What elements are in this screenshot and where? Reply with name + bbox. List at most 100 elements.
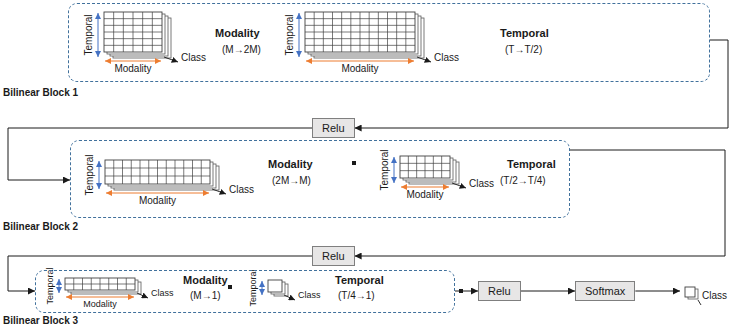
modality-axis	[306, 61, 414, 62]
grid-line	[140, 160, 141, 184]
output-tensor: Class	[680, 276, 732, 310]
grid-line	[104, 45, 162, 46]
grid-line	[433, 156, 434, 178]
operation-label: Modality	[183, 274, 228, 287]
bilinear-block: Bilinear Block 2	[70, 140, 570, 218]
grid-line	[166, 160, 167, 184]
axis-label: Class	[469, 178, 494, 190]
node-label: Relu	[322, 249, 345, 263]
axis-label: (T/2→T/4)	[500, 175, 546, 187]
tensor-cube	[99, 160, 226, 194]
class-axis	[284, 295, 295, 300]
block-title: Bilinear Block 3	[3, 315, 78, 326]
grid-line	[305, 32, 415, 33]
grid-line	[305, 45, 415, 46]
modality-axis	[105, 61, 161, 62]
tensor-front	[305, 12, 415, 52]
grid-line	[104, 38, 162, 39]
axis-label: Class	[229, 184, 254, 196]
tensor-cube	[262, 280, 295, 300]
relu-box: Relu	[312, 118, 355, 138]
bilinear-block: Bilinear Block 3	[35, 270, 455, 313]
operation-label: Temporal	[500, 27, 549, 40]
grid-line	[148, 160, 149, 184]
operation-label: Modality	[268, 158, 313, 171]
grid-line	[105, 176, 210, 177]
axis-label: Modality	[83, 299, 117, 309]
temporal-axis	[59, 279, 60, 293]
axis-label: (2M→M)	[272, 175, 311, 187]
connector	[8, 128, 312, 180]
class-axis	[452, 183, 466, 188]
operation-label: Modality	[215, 27, 260, 40]
grid-line	[305, 25, 415, 26]
grid-line	[65, 284, 135, 285]
axis-label: Temporal	[45, 267, 55, 304]
class-axis	[137, 293, 148, 298]
softmax-box: Softmax	[575, 281, 635, 301]
grid-line	[104, 25, 162, 26]
axis-label: Modality	[139, 195, 176, 207]
grid-line	[105, 168, 210, 169]
grid-line	[157, 160, 158, 184]
axis-label: Temporal	[83, 14, 95, 55]
grid-line	[192, 160, 193, 184]
class-axis	[417, 57, 431, 62]
modality-axis	[401, 187, 449, 188]
axis-label: Temporal	[84, 154, 96, 195]
axis-label: Temporal	[379, 149, 391, 190]
node-label: Softmax	[585, 284, 625, 298]
axis-label: Modality	[406, 189, 443, 201]
grid-line	[441, 156, 442, 178]
grid-line	[175, 160, 176, 184]
connector	[635, 291, 680, 292]
modality-axis	[106, 193, 209, 194]
grid-line	[305, 38, 415, 39]
grid-line	[408, 156, 409, 178]
grid-line	[416, 156, 417, 178]
tensor-front	[65, 278, 135, 290]
connector	[355, 40, 728, 128]
node-label: Relu	[322, 121, 345, 135]
separator-dot	[352, 161, 356, 165]
axis-label: (M→1)	[190, 290, 221, 302]
tensor-front	[104, 12, 162, 52]
node-label: Class	[702, 290, 727, 301]
grid-line	[183, 160, 184, 184]
grid-line	[305, 18, 415, 19]
temporal-axis	[99, 161, 100, 189]
axis-label: Temporal	[284, 14, 296, 55]
relu-box: Relu	[312, 246, 355, 266]
axis-label: Class	[151, 288, 174, 298]
tensor-cube	[394, 156, 466, 188]
tensor-front	[105, 160, 210, 184]
grid-line	[104, 18, 162, 19]
relu-box: Relu	[478, 281, 521, 301]
axis-label: Class	[434, 52, 459, 64]
temporal-axis	[394, 157, 395, 183]
axis-label: Modality	[114, 63, 151, 75]
temporal-axis	[262, 281, 263, 295]
grid-line	[122, 160, 123, 184]
class-axis	[212, 189, 226, 194]
modality-axis	[66, 297, 134, 298]
axis-label: Temporal	[248, 269, 258, 306]
grid-line	[425, 156, 426, 178]
grid-line	[104, 32, 162, 33]
tensor-front	[685, 287, 695, 297]
separator-dot	[228, 285, 232, 289]
grid-line	[201, 160, 202, 184]
tensor-cube	[299, 12, 431, 62]
class-axis	[164, 57, 178, 62]
grid-line	[400, 170, 450, 171]
grid-line	[113, 160, 114, 184]
tensor-front	[268, 280, 282, 292]
tensor-cube	[98, 12, 178, 62]
block-title: Bilinear Block 2	[3, 221, 78, 232]
node-label: Relu	[488, 284, 511, 298]
axis-label: Modality	[341, 63, 378, 75]
axis-label: Class	[181, 52, 206, 64]
class-axis	[698, 300, 701, 305]
operation-label: Temporal	[335, 274, 384, 287]
connector	[455, 291, 478, 292]
